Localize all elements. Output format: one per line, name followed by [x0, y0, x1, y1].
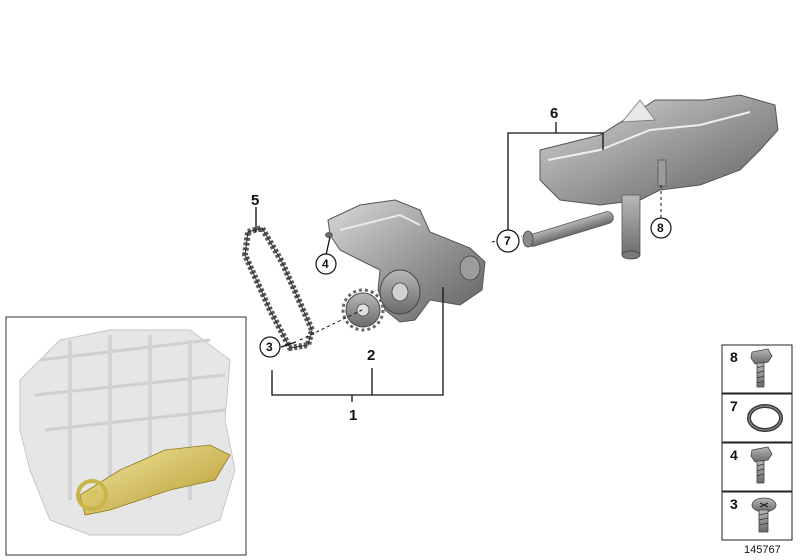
callout-3: 3 [266, 340, 273, 354]
leader-4 [325, 236, 331, 256]
side-parts-panel: 8 7 4 3 [721, 344, 793, 541]
leader-3 [280, 341, 297, 348]
engine-inset [5, 316, 247, 556]
side-label-8: 8 [730, 349, 738, 365]
callout-3-circle: 3 [259, 336, 281, 358]
callout-7: 7 [504, 234, 511, 248]
callout-6: 6 [550, 105, 558, 122]
sprocket-part [341, 288, 385, 332]
callout-5: 5 [251, 192, 259, 209]
callout-8-circle: 8 [650, 217, 672, 239]
callout-4: 4 [322, 257, 329, 271]
bolt-8-icon [750, 348, 773, 388]
oil-pickup-baffle-part [522, 94, 779, 260]
bracket-1 [271, 287, 444, 402]
callout-8: 8 [657, 221, 664, 235]
side-label-3: 3 [730, 496, 738, 512]
side-label-4: 4 [730, 447, 738, 463]
side-box-3 [721, 491, 793, 541]
chain-part [242, 225, 315, 351]
bolt-4-icon [750, 446, 773, 484]
callout-7-circle: 7 [496, 229, 520, 253]
oil-pump-part [325, 199, 486, 323]
callout-4-circle: 4 [315, 253, 337, 275]
side-label-7: 7 [730, 398, 738, 414]
o-ring-7-icon [747, 404, 783, 432]
callout-2: 2 [367, 347, 375, 364]
diagram-id: 145767 [744, 544, 781, 556]
callout-1: 1 [349, 407, 357, 424]
screw-3-icon [751, 497, 777, 533]
bracket-6 [507, 122, 604, 232]
